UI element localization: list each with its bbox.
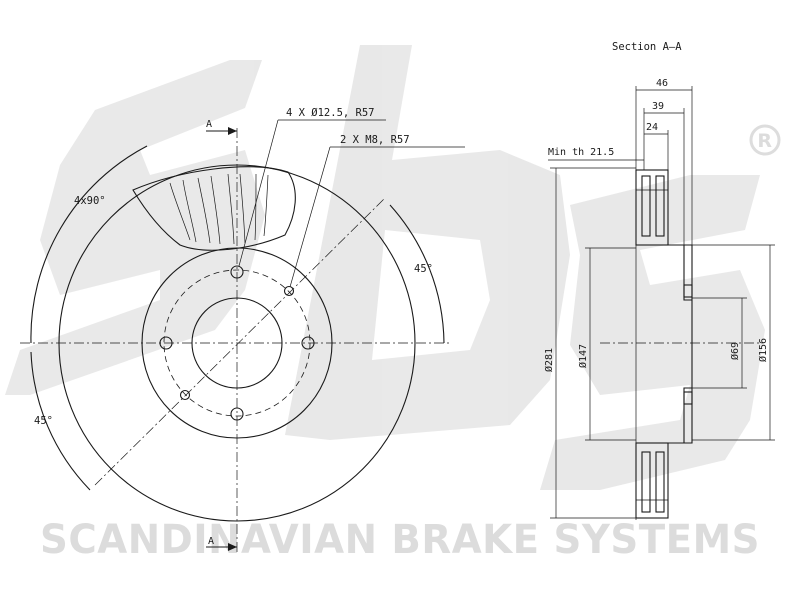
dimension-46: 46 — [636, 78, 692, 91]
angle-arc-left — [30, 351, 91, 491]
threaded-hole-callout: 2 X M8, R57 — [340, 134, 410, 146]
threaded-hole — [179, 389, 191, 401]
svg-text:Ø156: Ø156 — [757, 338, 769, 362]
angle-label-left: 45° — [34, 415, 53, 427]
dimension-69: Ø69 — [692, 297, 747, 389]
svg-text:Ø69: Ø69 — [729, 342, 741, 360]
registered-mark: R — [749, 124, 781, 156]
brand-watermark-text: SCANDINAVIAN BRAKE SYSTEMS — [40, 517, 760, 563]
disc-front-view: 4x90° 45° 45° 4 X Ø12.5, R57 2 X M8, R57… — [20, 107, 465, 555]
diagonal-centerline — [94, 197, 386, 486]
section-marker-top: A — [206, 119, 237, 135]
ventilation-cutaway — [132, 166, 296, 251]
svg-text:Ø147: Ø147 — [577, 344, 589, 368]
angle-label-right: 45° — [414, 263, 433, 275]
section-title: Section A–A — [612, 41, 682, 53]
svg-text:Ø281: Ø281 — [543, 348, 555, 372]
dimension-147: Ø147 — [577, 247, 636, 441]
bolt-hole-group — [159, 265, 315, 421]
bolt-hole — [230, 407, 244, 421]
min-thickness-label: Min th 21.5 — [548, 147, 614, 158]
section-view: Section A–A 46 39 24 Min th 21.5 — [543, 41, 775, 520]
angle-arc-right — [389, 204, 445, 344]
bolt-hole — [230, 265, 244, 279]
svg-text:39: 39 — [652, 101, 664, 112]
hat-section — [636, 244, 693, 444]
dimension-156: Ø156 — [692, 244, 775, 441]
sbs-watermark-logo — [5, 45, 765, 490]
svg-text:46: 46 — [656, 78, 668, 89]
bolt-hole-leader — [238, 119, 279, 267]
bolt-hole-callout: 4 X Ø12.5, R57 — [286, 107, 375, 119]
dimension-39: 39 — [644, 101, 684, 114]
bolt-hole — [159, 336, 173, 350]
threaded-hole-leader — [289, 146, 331, 288]
svg-text:24: 24 — [646, 122, 658, 133]
svg-text:R: R — [757, 130, 772, 152]
friction-ring-bottom — [635, 442, 669, 519]
bolt-hole — [301, 336, 315, 350]
vane-spacing-arc — [30, 145, 148, 344]
section-marker-bottom: A — [206, 536, 237, 551]
vane-spacing-label: 4x90° — [74, 195, 106, 207]
svg-text:A: A — [208, 536, 214, 547]
threaded-hole — [283, 285, 295, 297]
dimension-281: Ø281 — [543, 167, 636, 519]
dimension-24: 24 — [644, 122, 668, 135]
svg-text:A: A — [206, 119, 212, 130]
